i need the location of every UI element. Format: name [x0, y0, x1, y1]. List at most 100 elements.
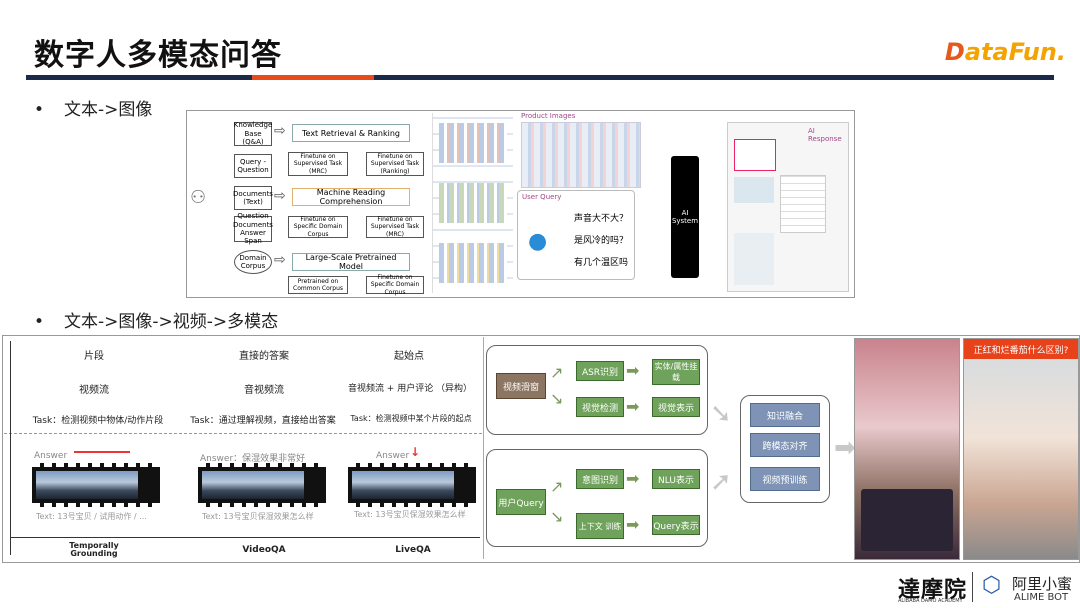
- ai-response-label: AI Response: [808, 127, 842, 143]
- col1-name: Temporally Grounding: [69, 541, 119, 559]
- arrow-icon: ⇨: [274, 252, 286, 268]
- title-rule-accent: [252, 75, 374, 80]
- finetune-box: Finetune on Supervised Task (MRC): [366, 216, 424, 238]
- arrow-icon: ➡: [626, 515, 640, 534]
- user-query-panel: User Query ● 声音大不大？ 是风冷的吗？ 有几个温区吗: [517, 190, 635, 280]
- user-icon: ⚇: [190, 187, 207, 208]
- col1-row2: 视频流: [79, 385, 109, 396]
- arrow-icon: ↗: [550, 363, 564, 382]
- context-box: 上下文 训练: [576, 513, 624, 539]
- product-qa-diagram: Product Images User Query ● 声音大不大？ 是风冷的吗…: [515, 112, 851, 294]
- arrow-icon: ↘: [550, 389, 564, 408]
- merge-arrow-icon: ➚: [710, 467, 732, 497]
- col3-task: Task：检测视频中某个片段的起点: [350, 414, 472, 423]
- col3-name: LiveQA: [395, 545, 431, 555]
- visual-detect-box: 视觉检测: [576, 397, 624, 417]
- alime-en: ALIME BOT: [1014, 592, 1069, 603]
- col1-row1: 片段: [84, 351, 104, 362]
- visual-repr-box: 视觉表示: [652, 397, 700, 417]
- query-text: 有几个温区吗: [574, 258, 629, 268]
- video-filmstrip: [32, 463, 160, 507]
- output-arrow-icon: ➡: [834, 433, 856, 463]
- datafun-logo: DataFun.: [945, 38, 1066, 66]
- col2-task: Task：通过理解视频，直接给出答案: [190, 416, 336, 426]
- axis-line: [10, 537, 480, 538]
- task-pretrained-model: Large-Scale Pretrained Model: [292, 253, 410, 271]
- product-images-grid: [521, 122, 641, 188]
- col3-text: Text: 13号宝贝保湿效果怎么样: [354, 510, 466, 519]
- response-image: [734, 233, 774, 285]
- damo-sub: ALIBABA DAMO ACADEMY: [898, 598, 963, 604]
- merge-arrow-icon: ➘: [710, 399, 732, 429]
- response-card: [734, 139, 776, 171]
- col1-text: Text: 13号宝贝 / 试用动作 / ...: [36, 512, 147, 521]
- arrow-icon: ↘: [550, 507, 564, 526]
- user-person-icon: ●: [528, 229, 548, 254]
- response-image: [734, 177, 774, 203]
- alime-hex-icon: ⬡: [982, 573, 1002, 598]
- architecture-block: [439, 123, 507, 163]
- bullet-dot: •: [34, 100, 45, 120]
- start-point-arrow-icon: ↓: [410, 445, 421, 459]
- logo-text: ataFun.: [964, 38, 1066, 66]
- source-documents: Documents (Text): [233, 186, 273, 210]
- source-knowledge-base: Knowledge Base (Q&A): [233, 121, 273, 147]
- arrow-icon: ➡: [626, 361, 640, 380]
- task-text-retrieval: Text Retrieval & Ranking: [292, 124, 410, 142]
- finetune-box: Pretrained on Common Corpus: [288, 276, 348, 294]
- col2-name: VideoQA: [242, 545, 286, 555]
- logo-prefix: D: [944, 38, 965, 66]
- title-rule: [26, 75, 1054, 80]
- model-architecture-figure: [432, 113, 513, 293]
- col1-answer: Answer: [34, 451, 68, 461]
- col2-row2: 音视频流: [244, 385, 284, 396]
- arrow-icon: ⇨: [274, 188, 286, 204]
- phone-caption: 正红和烂番茄什么区别?: [964, 339, 1078, 359]
- nlu-box: NLU表示: [652, 469, 700, 489]
- arrow-icon: ↗: [550, 477, 564, 496]
- entity-box: 实体/属性挂载: [652, 359, 700, 385]
- divider: [4, 433, 482, 434]
- query-repr-box: Query表示: [652, 515, 700, 535]
- finetune-box: Finetune on Supervised Task (Ranking): [366, 152, 424, 176]
- ai-response-panel: AI Response: [727, 122, 849, 292]
- damo-logo: 達摩院: [898, 578, 968, 603]
- col3-answer: Answer: [376, 451, 410, 461]
- query-text: 是风冷的吗？: [574, 236, 629, 246]
- answer-span-arrow: [74, 451, 130, 453]
- chat-panel: [861, 489, 953, 551]
- footer-divider: [972, 572, 973, 602]
- intent-box: 意图识别: [576, 469, 624, 489]
- finetune-box: Finetune on Specific Domain Corpus: [366, 274, 424, 296]
- arrow-icon: ⇨: [274, 123, 286, 139]
- response-table: [780, 175, 826, 233]
- video-window-box: 视频滑窗: [496, 373, 546, 399]
- arrow-icon: ➡: [626, 469, 640, 488]
- knowledge-fusion-box: 知识融合: [750, 403, 820, 427]
- axis-line: [10, 341, 11, 555]
- bullet-multimodal: •文本->图像->视频->多模态: [34, 307, 278, 332]
- col2-row1: 直接的答案: [239, 351, 289, 362]
- architecture-block: [439, 183, 507, 223]
- qa-diagram: ⚇ Knowledge Base (Q&A) Query - Question …: [188, 112, 428, 296]
- col2-text: Text: 13号宝贝保湿效果怎么样: [202, 512, 314, 521]
- arrow-icon: ➡: [626, 397, 640, 416]
- product-images-label: Product Images: [521, 112, 576, 120]
- query-text: 声音大不大？: [574, 214, 629, 224]
- answer-phone: 正红和烂番茄什么区别?: [963, 338, 1079, 560]
- video-filmstrip: [348, 463, 476, 507]
- video-task-table: 片段 视频流 Task：检测视频中物体/动作片段 Answer Text: 13…: [4, 337, 482, 559]
- col1-task: Task：检测视频中物体/动作片段: [32, 416, 164, 426]
- alime-logo: 阿里小蜜: [1012, 575, 1073, 593]
- live-stream-phone: [854, 338, 960, 560]
- page-title: 数字人多模态问答: [34, 38, 282, 73]
- user-query-label: User Query: [522, 193, 562, 201]
- finetune-box: Finetune on Supervised Task (MRC): [288, 152, 348, 176]
- bullet-label: 文本->图像: [64, 100, 153, 120]
- bullet-dot: •: [34, 312, 45, 332]
- asr-box: ASR识别: [576, 361, 624, 381]
- video-frame: [36, 471, 138, 499]
- source-answer-span: Question Documents Answer Span: [233, 212, 273, 246]
- source-domain-corpus: Domain Corpus: [234, 250, 272, 274]
- ai-system-block: AI System: [671, 156, 699, 278]
